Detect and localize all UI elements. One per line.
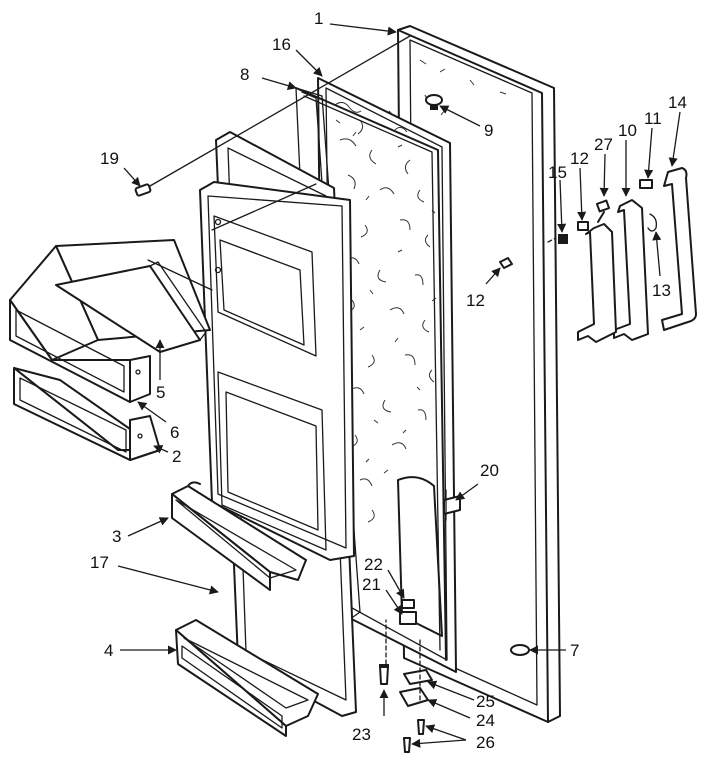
callout-14: 14 <box>668 93 687 112</box>
callout-19: 19 <box>100 149 119 168</box>
callout-8: 8 <box>240 65 249 84</box>
inner-door-liner <box>199 131 357 717</box>
callout-11: 11 <box>644 109 662 128</box>
alignment-lines <box>147 35 557 701</box>
plug-9 <box>425 94 443 110</box>
callout-7: 7 <box>570 641 579 660</box>
handle-bracket-lower <box>577 223 617 343</box>
callout-6: 6 <box>170 423 179 442</box>
plug-12-middle <box>499 257 513 269</box>
spacer-12-top <box>577 221 589 231</box>
bracket-11 <box>639 179 653 189</box>
screw-19 <box>134 183 152 197</box>
door-bin-4 <box>175 619 319 737</box>
clip-13 <box>647 213 658 232</box>
foot-7 <box>510 644 530 656</box>
callout-26: 26 <box>476 733 495 752</box>
callout-23: 23 <box>352 725 371 744</box>
callout-24: 24 <box>476 711 495 730</box>
plug-15 <box>558 234 568 244</box>
shelf-cover-5 <box>55 261 207 353</box>
callout-27: 27 <box>594 135 613 154</box>
callout-3: 3 <box>112 527 121 546</box>
callout-21: 21 <box>362 575 381 594</box>
callout-16: 16 <box>272 35 291 54</box>
callout-25: 25 <box>476 692 495 711</box>
callout-2: 2 <box>172 447 181 466</box>
callout-1: 1 <box>314 9 323 28</box>
callout-22: 22 <box>364 555 383 574</box>
callout-arrows <box>117 23 681 748</box>
callout-15: 15 <box>548 163 567 182</box>
hinge-24-25 <box>399 669 433 707</box>
handle-14 <box>661 167 697 331</box>
callout-5: 5 <box>156 383 165 402</box>
screw-23 <box>379 664 389 685</box>
callout-4: 4 <box>104 641 113 660</box>
callout-20: 20 <box>480 461 499 480</box>
foam-texture <box>334 101 437 523</box>
callout-12b: 12 <box>570 149 589 168</box>
callout-9: 9 <box>484 121 493 140</box>
callout-10: 10 <box>618 121 637 140</box>
screw-27 <box>595 199 611 223</box>
callout-labels: 1 16 8 9 19 12 5 6 2 3 17 4 7 20 22 21 2… <box>90 9 687 752</box>
callout-12a: 12 <box>466 291 485 310</box>
callout-13: 13 <box>652 281 671 300</box>
handle-bracket-10 <box>613 199 649 341</box>
hinge-parts-21-22 <box>399 599 417 625</box>
screws-26 <box>403 719 425 753</box>
door-shelf-3 <box>171 481 307 591</box>
callout-17: 17 <box>90 553 109 572</box>
